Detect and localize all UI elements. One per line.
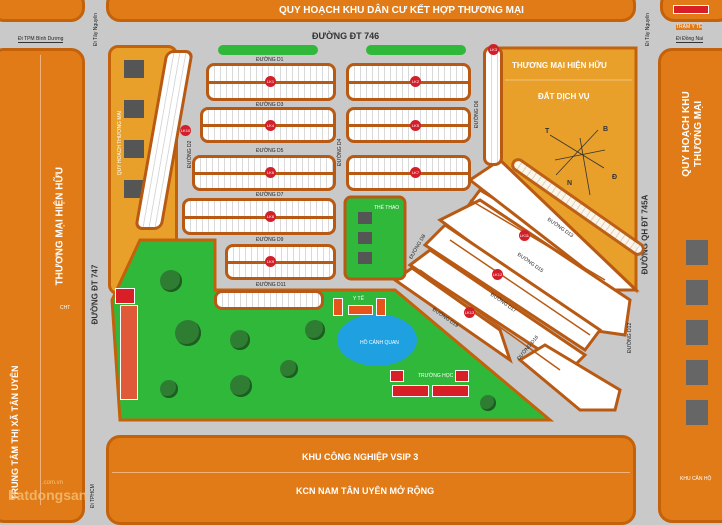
road-d7: ĐƯỜNG D7 — [256, 192, 284, 198]
lot-marker: LK4 — [265, 120, 276, 131]
compass-n: B — [603, 126, 609, 133]
tree-icon — [160, 380, 178, 398]
road-d9: ĐƯỜNG D9 — [256, 237, 284, 243]
zone-bottom-divider — [112, 472, 630, 473]
lot-marker: LK8 — [265, 211, 276, 222]
commercial-buildings — [124, 60, 144, 220]
road-d11: ĐƯỜNG D11 — [256, 282, 286, 288]
kcn-label: KCN NAM TÂN UYÊN MỞ RỘNG — [296, 486, 435, 496]
direction-dong-nai: Đi Đồng Nai — [676, 36, 703, 43]
compass-w: T — [545, 128, 550, 135]
road-dt746: ĐƯỜNG ĐT 746 — [312, 31, 380, 41]
lot-block-lk5 — [192, 155, 336, 191]
road-d2: ĐƯỜNG D2 — [187, 140, 193, 168]
lot-marker: LK9 — [265, 256, 276, 267]
lot-block-lk8 — [225, 244, 336, 280]
commerce-label: THƯƠNG MẠI HIỆN HỮU — [512, 61, 607, 70]
school-building-icon — [390, 370, 404, 382]
tree-icon — [175, 320, 201, 346]
market-building-icon — [120, 305, 138, 400]
commerce-service-area — [110, 46, 640, 422]
health-building-icon — [333, 298, 343, 316]
health-label: Y TẾ — [353, 296, 364, 302]
health-building-icon — [376, 298, 386, 316]
market-building-icon — [115, 288, 135, 304]
health-station-label: TRẠM Y TẾ — [676, 24, 703, 30]
zone-left-divider — [40, 55, 41, 505]
service-label: ĐẤT DỊCH VỤ — [538, 92, 590, 101]
lot-block-lk4 — [346, 107, 471, 143]
lot-marker: LK5 — [410, 120, 421, 131]
lot-marker: LK13 — [464, 307, 475, 318]
lot-block-lk3 — [200, 107, 336, 143]
cht-label: CHT — [60, 305, 71, 311]
direction-binh-duong: Đi TPM Bình Dương — [18, 36, 64, 43]
road-d5: ĐƯỜNG D5 — [256, 148, 284, 154]
tree-icon — [480, 395, 496, 411]
tree-icon — [230, 375, 252, 397]
lot-block-lk7 — [182, 198, 336, 235]
school-building-icon — [392, 385, 429, 397]
lot-marker: LK3 — [488, 44, 499, 55]
lot-block-lk9 — [214, 290, 324, 310]
tree-icon — [230, 330, 250, 350]
road-d6: ĐƯỜNG D6 — [474, 100, 480, 128]
road-d3: ĐƯỜNG D3 — [256, 102, 284, 108]
school-label: TRƯỜNG HỌC — [418, 373, 454, 379]
zone-top-left — [0, 0, 85, 22]
lot-marker: LK6 — [265, 167, 276, 178]
lot-marker: LK7 — [410, 167, 421, 178]
health-station-icon — [673, 5, 709, 14]
lot-marker: LK1 — [265, 76, 276, 87]
road-d12: ĐƯỜNG D12 — [627, 322, 633, 353]
school-building-icon — [432, 385, 469, 397]
zone-top-label: QUY HOẠCH KHU DÂN CƯ KẾT HỢP THƯƠNG MẠI — [279, 5, 524, 16]
zone-top-right — [660, 0, 722, 22]
watermark-logo: batdongsan — [8, 487, 88, 503]
tree-icon — [305, 320, 325, 340]
school-building-icon — [455, 370, 469, 382]
tree-icon — [160, 270, 182, 292]
lot-marker: LK11 — [519, 230, 530, 241]
road-d1: ĐƯỜNG D1 — [256, 57, 284, 63]
lot-marker: LK10 — [180, 125, 191, 136]
lake-label: HỒ CẢNH QUAN — [360, 340, 399, 346]
sport-buildings — [358, 212, 372, 270]
vsip3-label: KHU CÔNG NGHIỆP VSIP 3 — [302, 452, 419, 462]
watermark-domain: .com.vn — [42, 480, 64, 486]
sport-label: THỂ THAO — [374, 205, 400, 211]
lot-block-lk6 — [346, 155, 471, 191]
health-building-icon — [348, 305, 373, 315]
lot-strip-d6 — [483, 46, 503, 166]
zone-top: QUY HOẠCH KHU DÂN CƯ KẾT HỢP THƯƠNG MẠI — [106, 0, 636, 22]
green-belt — [218, 45, 318, 55]
lot-marker: LK2 — [410, 76, 421, 87]
lot-marker: LK12 — [492, 269, 503, 280]
green-belt — [366, 45, 466, 55]
lot-block-lk2 — [346, 63, 471, 101]
tree-icon — [280, 360, 298, 378]
apartments-label: KHU CĂN HỘ — [680, 476, 712, 482]
compass-e: Đ — [612, 174, 618, 181]
apartment-buildings — [686, 240, 708, 440]
compass-s: N — [567, 180, 573, 187]
road-d4: ĐƯỜNG D4 — [337, 138, 343, 166]
